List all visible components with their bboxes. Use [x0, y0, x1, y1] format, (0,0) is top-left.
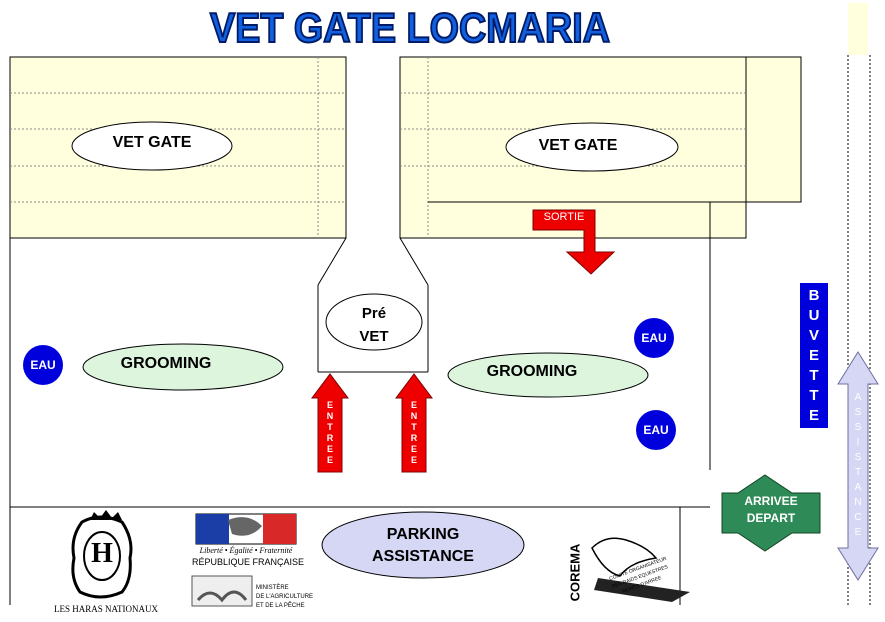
vet-gate-right-zone [505, 122, 679, 172]
vertical-letter: N [326, 411, 334, 421]
sortie-arrow [532, 209, 616, 275]
vertical-letter: R [410, 433, 418, 443]
water-point-left [23, 345, 63, 385]
ministere-line2: DE L'AGRICULTURE [256, 594, 314, 600]
paddock-extension [745, 56, 802, 203]
arrivee-label-line1: ARRIVEE [744, 494, 798, 508]
buvette-box [800, 283, 828, 428]
vet-gate-left-label: VET GATE [112, 134, 192, 151]
arrivee-depart-arrow [721, 474, 821, 552]
pre-vet-label-line1: Pré [361, 305, 387, 322]
water-right-bottom-label: EAU [643, 423, 669, 437]
vertical-letter: I [856, 437, 860, 448]
pre-vet-zone [325, 293, 423, 351]
vertical-letter: B [808, 287, 820, 304]
entree-right-arrow [395, 373, 433, 473]
grooming-right-label: GROOMING [486, 363, 578, 380]
ministere-line1: MINISTÈRE [256, 585, 289, 591]
republique-motto: Liberté • Égalité • Fraternité [199, 546, 293, 555]
vertical-letter: T [809, 387, 819, 404]
vertical-letter: U [808, 307, 820, 324]
water-point-right-bottom [636, 410, 676, 450]
pre-vet-label-line2: VET [359, 328, 389, 345]
haras-letter: H [91, 538, 113, 569]
vertical-letter: N [410, 411, 418, 421]
republique-logo [195, 513, 297, 545]
assistance-arrow [837, 351, 879, 581]
vertical-letter: E [808, 347, 819, 364]
vertical-letter: E [808, 407, 819, 424]
parking-label-line2: ASSISTANCE [372, 548, 474, 565]
vertical-letter: A [854, 482, 862, 493]
vertical-letter: S [854, 407, 862, 418]
water-point-right-top [634, 318, 674, 358]
vet-gate-right-label: VET GATE [538, 137, 618, 154]
vertical-letter: S [854, 452, 862, 463]
vertical-letter: T [854, 467, 862, 478]
corema-logo [591, 537, 690, 602]
vertical-letter: E [326, 400, 333, 410]
vertical-letter: T [327, 422, 333, 432]
corema-name: COREMA [567, 543, 583, 602]
vertical-letter: E [854, 527, 862, 538]
grooming-left-label: GROOMING [120, 355, 212, 372]
ministere-line3: ET DE LA PÊCHE [256, 603, 305, 609]
parking-assistance-zone [321, 511, 525, 579]
page-title-text: VET GATE LOCMARIA [210, 4, 610, 51]
vertical-letter: E [410, 444, 417, 454]
enclosure-boundary [9, 201, 801, 605]
parking-label-line1: PARKING [386, 526, 460, 543]
water-left-label: EAU [30, 358, 56, 372]
vertical-letter: R [326, 433, 334, 443]
vertical-letter: A [854, 392, 862, 403]
haras-name: LES HARAS NATIONAUX [53, 604, 158, 614]
vertical-letter: E [326, 455, 333, 465]
assistance-road [848, 3, 868, 55]
vertical-letter: C [854, 512, 862, 523]
grooming-right-zone [447, 352, 649, 398]
vertical-letter: T [411, 422, 417, 432]
grooming-left-zone [82, 343, 284, 391]
vertical-letter: N [854, 497, 862, 508]
page-title: VET GATE LOCMARIA [209, 3, 611, 52]
vertical-letter: T [809, 367, 819, 384]
vertical-letter: E [326, 444, 333, 454]
vet-gate-left-zone [71, 121, 233, 171]
republique-name: RÉPUBLIQUE FRANÇAISE [192, 557, 305, 567]
arrivee-label-line2: DEPART [746, 511, 796, 525]
haras-logo [71, 510, 133, 599]
vertical-letter: S [854, 422, 862, 433]
vertical-letter: E [410, 455, 417, 465]
vertical-letter: V [808, 327, 819, 344]
vertical-letter: E [410, 400, 417, 410]
water-right-top-label: EAU [641, 331, 667, 345]
ministere-logo [191, 575, 253, 607]
sortie-label: SORTIE [543, 211, 585, 223]
entree-left-arrow [311, 373, 349, 473]
